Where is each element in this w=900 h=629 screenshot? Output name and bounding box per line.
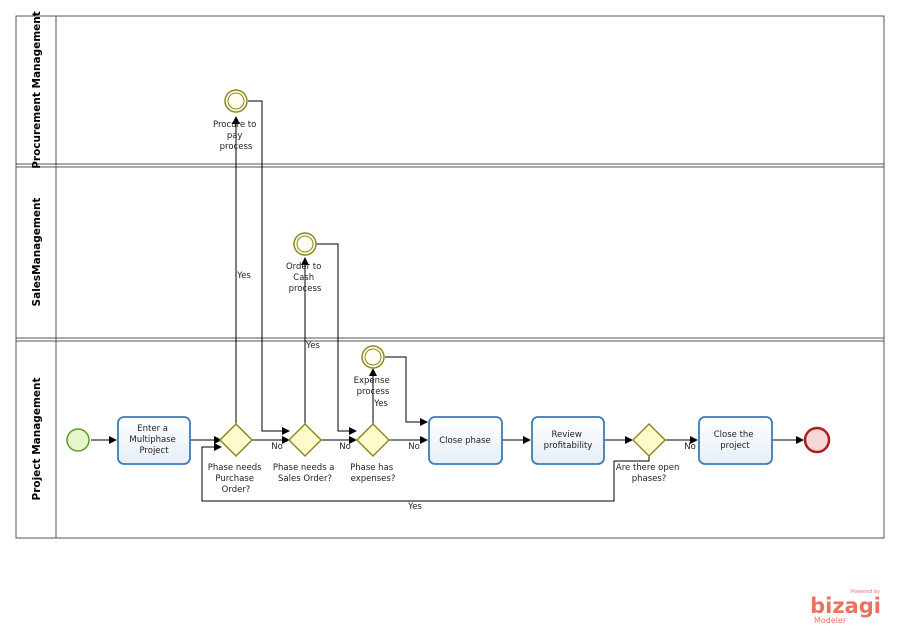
task-close-project[interactable]: Close the project <box>698 416 773 465</box>
svg-text:Review profitability: Review profitability <box>544 430 593 451</box>
end-event <box>803 426 831 454</box>
lane-label-project: Project Management <box>31 378 43 501</box>
procure-to-pay-event <box>224 89 248 113</box>
flow-label-no-sales: No <box>339 442 351 452</box>
flow-label-yes-loop: Yes <box>407 502 422 512</box>
start-event <box>66 428 90 452</box>
expense-process-event <box>361 345 385 369</box>
event-label-procure-to-pay: Procure to pay process <box>213 120 259 152</box>
svg-text:bizagi: bizagi <box>810 594 881 618</box>
gateway-label-expenses: Phase has expenses? <box>350 463 396 484</box>
order-to-cash-event <box>293 232 317 256</box>
gateway-open-phases <box>631 422 667 458</box>
flow-label-no-open-phases: No <box>684 442 696 452</box>
bizagi-logo: Powered by bizagi Modeler <box>810 589 881 625</box>
flow-label-yes-sales: Yes <box>305 341 320 351</box>
gateway-expenses <box>355 422 391 458</box>
svg-text:Powered by: Powered by <box>851 589 880 595</box>
task-close-phase[interactable]: Close phase <box>428 416 503 465</box>
gateway-sales-order <box>287 422 323 458</box>
svg-text:Modeler: Modeler <box>814 616 847 625</box>
gateway-label-sales-order: Phase needs a Sales Order? <box>273 463 337 484</box>
sequence-flows <box>91 100 804 502</box>
task-enter-project[interactable]: Enter a Multiphase Project <box>117 416 191 465</box>
flow-label-no-expense: No <box>408 442 420 452</box>
svg-text:Close the project: Close the project <box>714 430 757 451</box>
gateway-label-purchase-order: Phase needs Purchase Order? <box>208 463 264 495</box>
svg-text:Close phase: Close phase <box>439 436 491 446</box>
gateway-label-open-phases: Are there open phases? <box>616 463 682 484</box>
lane-label-sales: SalesManagement <box>31 198 43 307</box>
svg-text:Enter a Multiphase: Enter a Multiphase Project <box>129 424 178 456</box>
gateway-purchase-order <box>218 422 254 458</box>
pool <box>15 15 885 539</box>
event-label-order-to-cash: Order to Cash process <box>286 262 324 294</box>
flow-label-no-purchase: No <box>271 442 283 452</box>
event-label-expense-process: Expense process <box>354 376 393 397</box>
task-review-profitability[interactable]: Review profitability <box>531 416 605 465</box>
flow-label-yes-procure: Yes <box>236 271 251 281</box>
flow-label-yes-expense: Yes <box>373 399 388 409</box>
lane-label-procurement: Procurement Management <box>31 11 43 169</box>
